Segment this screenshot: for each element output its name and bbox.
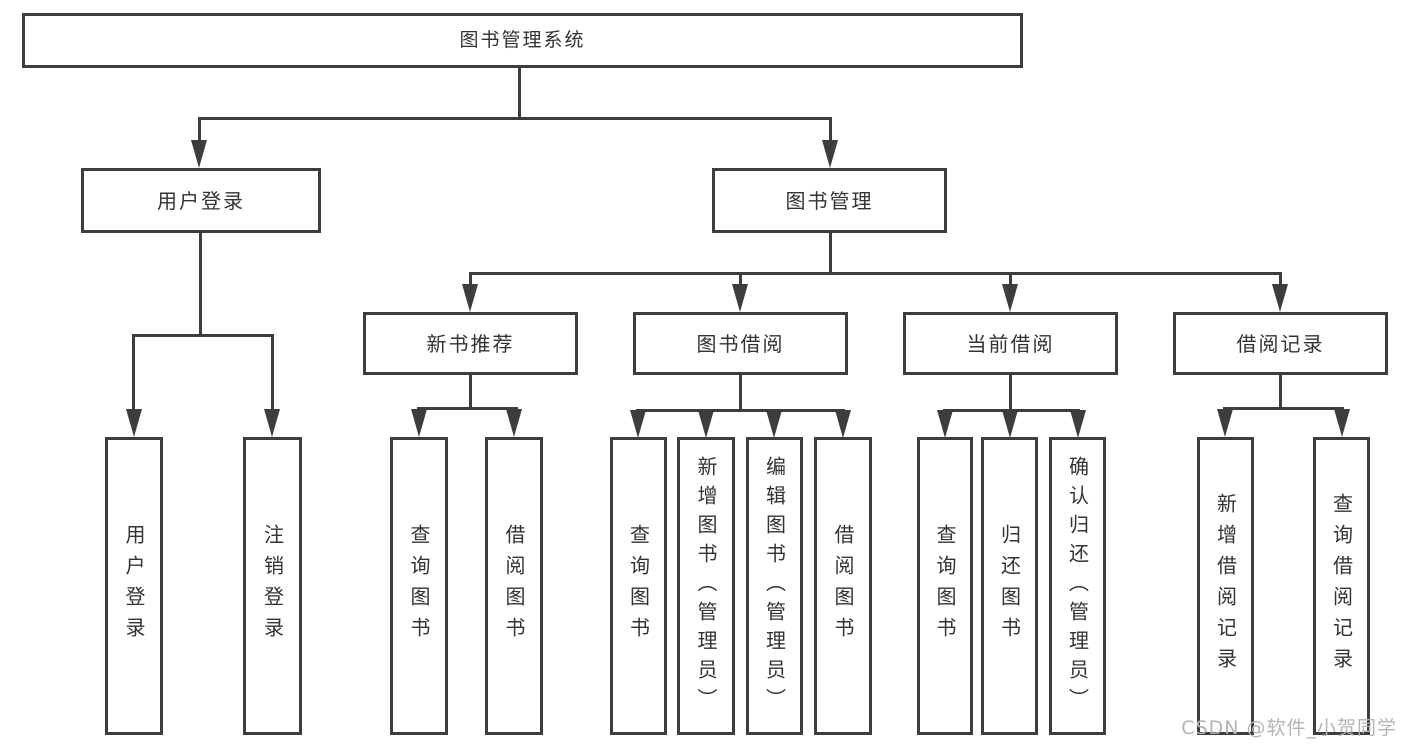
- connector-userlogin-hbar: [132, 334, 274, 337]
- leaf-return-books: 归还图书: [981, 437, 1038, 735]
- connector-drop-borrow: [739, 272, 742, 286]
- node-current-borrow: 当前借阅: [903, 312, 1118, 375]
- node-root-library-system: 图书管理系统: [22, 13, 1023, 68]
- connector-records-hbar: [1223, 407, 1344, 410]
- node-new-book-recommend: 新书推荐: [363, 312, 578, 375]
- leaf-logout: 注销登录: [243, 437, 302, 735]
- connector-bookmgmt-hbar: [469, 272, 1282, 275]
- connector-drop-leaf-logout: [271, 334, 274, 412]
- arrowhead-borrow: [732, 284, 748, 312]
- arrowhead-new-rec: [462, 284, 478, 312]
- arrowhead-cb-return: [1002, 410, 1018, 438]
- leaf-edit-books-admin: 编辑图书（管理员）: [746, 437, 803, 735]
- leaf-user-login: 用户登录: [105, 437, 163, 735]
- connector-root-stem: [518, 68, 521, 119]
- arrowhead-cb-confirm: [1070, 410, 1086, 438]
- leaf-borrow-query-books: 查询图书: [610, 437, 667, 735]
- leaf-recommend-query-books: 查询图书: [390, 437, 448, 735]
- arrowhead-bb-query: [630, 410, 646, 438]
- node-book-borrow: 图书借阅: [633, 312, 848, 375]
- leaf-confirm-return-admin: 确认归还（管理员）: [1049, 437, 1106, 735]
- arrowhead-leaf-login: [126, 409, 142, 437]
- connector-drop-records: [1279, 272, 1282, 286]
- leaf-borrow-books: 借阅图书: [814, 437, 872, 735]
- node-borrow-records: 借阅记录: [1173, 312, 1388, 375]
- arrowhead-bb-add: [698, 410, 714, 438]
- leaf-current-query-books: 查询图书: [917, 437, 973, 735]
- arrowhead-br-query: [1334, 409, 1350, 437]
- arrowhead-current: [1002, 284, 1018, 312]
- arrowhead-bb-borrow: [835, 410, 851, 438]
- connector-drop-new-rec: [469, 272, 472, 286]
- connector-bookborrow-hbar: [636, 409, 845, 412]
- leaf-query-borrow-record: 查询借阅记录: [1313, 437, 1370, 735]
- connector-newrec-stem: [469, 375, 472, 409]
- connector-userlogin-stem: [199, 233, 202, 337]
- connector-drop-current: [1009, 272, 1012, 286]
- arrowhead-newrec-borrow: [506, 409, 522, 437]
- node-user-login: 用户登录: [81, 168, 321, 233]
- arrowhead-records: [1272, 284, 1288, 312]
- connector-bookmgmt-stem: [829, 233, 832, 275]
- connector-drop-user-login: [198, 117, 201, 147]
- connector-current-stem: [1009, 375, 1012, 411]
- arrowhead-br-add: [1217, 409, 1233, 437]
- arrowhead-bb-edit: [766, 410, 782, 438]
- leaf-add-borrow-record: 新增借阅记录: [1197, 437, 1254, 735]
- connector-bookborrow-stem: [739, 375, 742, 411]
- connector-drop-leaf-login: [132, 334, 135, 412]
- csdn-watermark: CSDN @软件_小贺同学: [1181, 717, 1397, 739]
- leaf-recommend-borrow-books: 借阅图书: [485, 437, 543, 735]
- connector-newrec-hbar: [417, 407, 518, 410]
- arrowhead-book-mgmt: [822, 140, 838, 168]
- connector-drop-book-mgmt: [829, 117, 832, 147]
- arrowhead-newrec-query: [411, 409, 427, 437]
- arrowhead-user-login: [191, 140, 207, 168]
- connector-root-hbar: [198, 117, 832, 120]
- arrowhead-cb-query: [937, 410, 953, 438]
- arrowhead-leaf-logout: [264, 409, 280, 437]
- leaf-add-books-admin: 新增图书（管理员）: [677, 437, 735, 735]
- connector-records-stem: [1279, 374, 1282, 409]
- node-book-management: 图书管理: [712, 168, 947, 233]
